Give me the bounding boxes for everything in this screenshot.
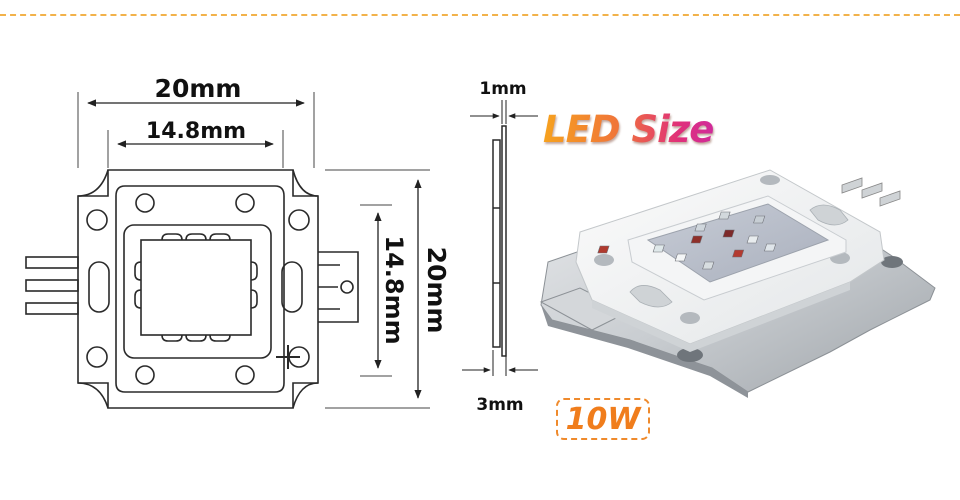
body-outline (115, 185, 285, 393)
side-slot-right (281, 261, 303, 313)
inner-frame (123, 224, 272, 359)
label-outer-height: 20mm (422, 247, 451, 334)
side-dimension-lines (462, 100, 538, 376)
side-slot-left (88, 261, 110, 313)
lead-pin-left-3 (25, 302, 79, 315)
top-view-outline (25, 169, 359, 409)
side-plate (492, 139, 501, 348)
extension-lines (77, 92, 430, 409)
power-badge: 10W (556, 398, 650, 440)
lead-pin-left-2 (25, 279, 79, 292)
label-inner-width: 14.8mm (146, 119, 246, 144)
mount-hole-bl (86, 346, 108, 368)
led-dies (597, 211, 777, 270)
mount-hole-tr (288, 209, 310, 231)
mount-hole-tl (86, 209, 108, 231)
lead-pin-left-1 (25, 256, 79, 269)
label-outer-width: 20mm (155, 74, 242, 103)
side-lead (501, 125, 507, 357)
led-3d-illustration (539, 169, 936, 398)
side-view-profile (492, 125, 507, 357)
top-dashed-border (0, 14, 960, 16)
label-body-thickness: 3mm (476, 395, 523, 415)
chip-outline (140, 239, 252, 336)
title-led-size: LED Size (543, 108, 714, 158)
label-inner-height: 14.8mm (380, 235, 408, 344)
dimension-arrows (87, 99, 422, 399)
lead-tab-right (318, 251, 359, 323)
label-lead-thickness: 1mm (479, 79, 526, 99)
